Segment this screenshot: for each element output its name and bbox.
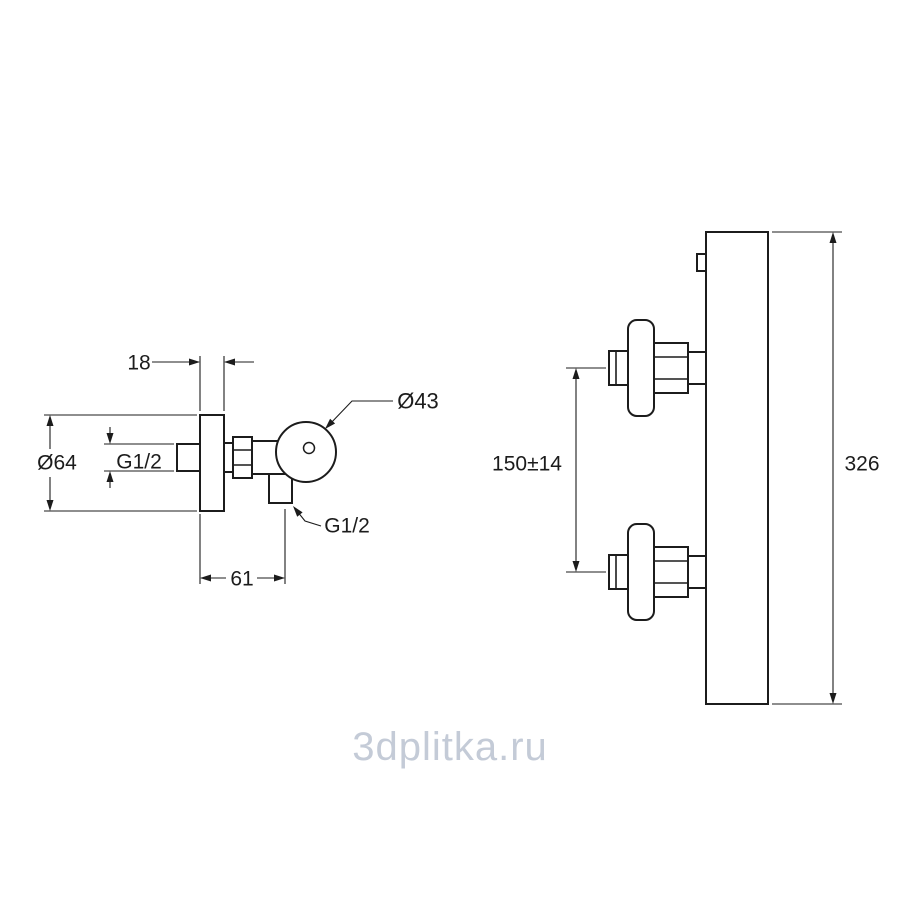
arrowhead (572, 561, 580, 572)
watermark-text: 3dplitka.ru (352, 725, 548, 769)
arrowhead (293, 506, 303, 517)
front-view-part (608, 231, 769, 705)
body-neck (223, 442, 234, 473)
inlet-assembly-top (608, 319, 707, 417)
dim-inlet-thread: G1/2 (104, 427, 174, 488)
front-view: 150±14 326 (492, 231, 880, 705)
arrowhead (829, 232, 837, 243)
arrowhead (274, 574, 285, 582)
arrowhead (189, 358, 200, 366)
side-view-part (176, 414, 337, 512)
escutcheon-plate (199, 414, 225, 512)
mounting-nut (232, 436, 253, 479)
connector-pipe (687, 351, 707, 385)
dim-inlet-spacing: 150±14 (492, 367, 606, 573)
dim-depth: 61 (199, 509, 286, 591)
arrowhead (224, 358, 235, 366)
arrowhead (829, 693, 837, 704)
handle-detail-circle (302, 441, 316, 455)
leader-handle-diameter: Ø43 (325, 389, 439, 429)
wall-inlet-stub (608, 554, 629, 590)
dim-326-label: 326 (844, 453, 879, 476)
wall-inlet-stub (608, 350, 629, 386)
arrowhead (325, 418, 336, 429)
arrowhead (572, 368, 580, 379)
dim-escutcheon-diameter: Ø64 (37, 414, 197, 512)
arrowhead (200, 574, 211, 582)
outlet-thread-label: G1/2 (324, 515, 370, 538)
dim-61-label: 61 (230, 568, 253, 591)
hex-nut (653, 546, 689, 598)
arrowhead (46, 415, 54, 426)
dim-dia64-label: Ø64 (37, 452, 77, 475)
dim-total-height: 326 (772, 231, 880, 705)
arrowhead (46, 500, 54, 511)
side-view: 18 Ø64 G1/2 Ø43 (37, 352, 439, 591)
escutcheon-flange (627, 319, 655, 417)
inlet-assembly-bottom (608, 523, 707, 621)
hex-nut (653, 342, 689, 394)
connector-pipe (687, 555, 707, 589)
dim-dia43-label: Ø43 (397, 389, 439, 414)
outlet-stub (268, 473, 293, 504)
dim-plate-thickness: 18 (127, 352, 254, 411)
leader-outlet-thread: G1/2 (293, 506, 370, 538)
inlet-thread-label: G1/2 (116, 451, 162, 474)
body-tab (696, 253, 707, 272)
dim-150-label: 150±14 (492, 453, 562, 476)
arrowhead (106, 471, 114, 482)
dim-18-label: 18 (127, 352, 150, 375)
arrowhead (106, 433, 114, 444)
wall-inlet-stub (176, 443, 201, 472)
mixer-body-bar (705, 231, 769, 705)
escutcheon-flange (627, 523, 655, 621)
leader-line (328, 400, 393, 426)
